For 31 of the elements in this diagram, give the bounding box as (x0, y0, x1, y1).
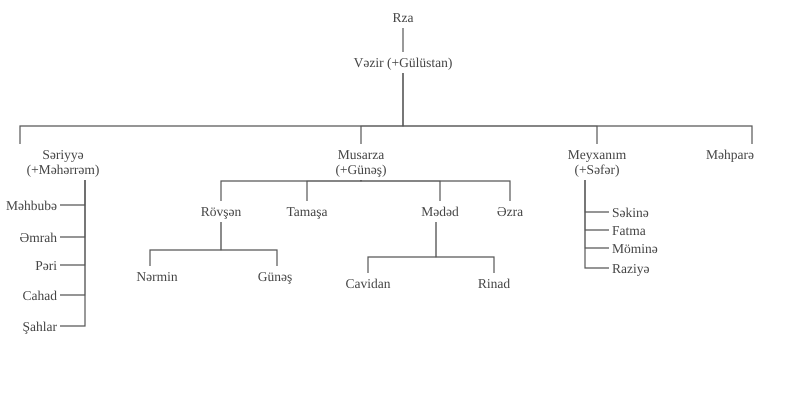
name-label: Rza (392, 10, 414, 25)
name-label: Əzra (496, 204, 524, 219)
name-label: Şahlar (22, 318, 57, 334)
tree-line (402, 73, 753, 144)
tree-line (402, 28, 404, 52)
name-label: Meyxanım (+Səfər) (566, 147, 628, 177)
name-label: Musarza (+Günəş) (334, 147, 388, 177)
tree-line (220, 222, 278, 266)
name-label: Vəzir (+Gülüstan) (353, 55, 453, 70)
name-label: Nərmin (135, 269, 179, 284)
tree-line (60, 180, 86, 327)
name-label: Günəş (256, 269, 294, 284)
name-label: Tamaşa (285, 204, 329, 219)
name-label: Rövşən (200, 204, 242, 219)
name-label: Cavidan (344, 276, 392, 291)
name-label: Raziyə (612, 260, 650, 276)
name-label: Səriyyə (+Məhərrəm) (26, 147, 100, 177)
name-label: Rinad (476, 276, 512, 291)
name-label: Səkinə (612, 204, 650, 220)
name-label: Əmrah (18, 230, 57, 244)
name-label: Məhparə (705, 147, 755, 162)
name-label: Fatma (612, 222, 647, 238)
tree-line (584, 180, 609, 269)
name-label: Möminə (612, 240, 659, 256)
tree-line (435, 222, 495, 273)
name-label: Mədəd (420, 204, 460, 219)
tree-line (306, 180, 362, 201)
name-label: Məhbubə (5, 198, 57, 212)
tree-line (360, 180, 511, 201)
name-label: Cahad (22, 288, 57, 302)
name-label: Pəri (34, 258, 57, 272)
